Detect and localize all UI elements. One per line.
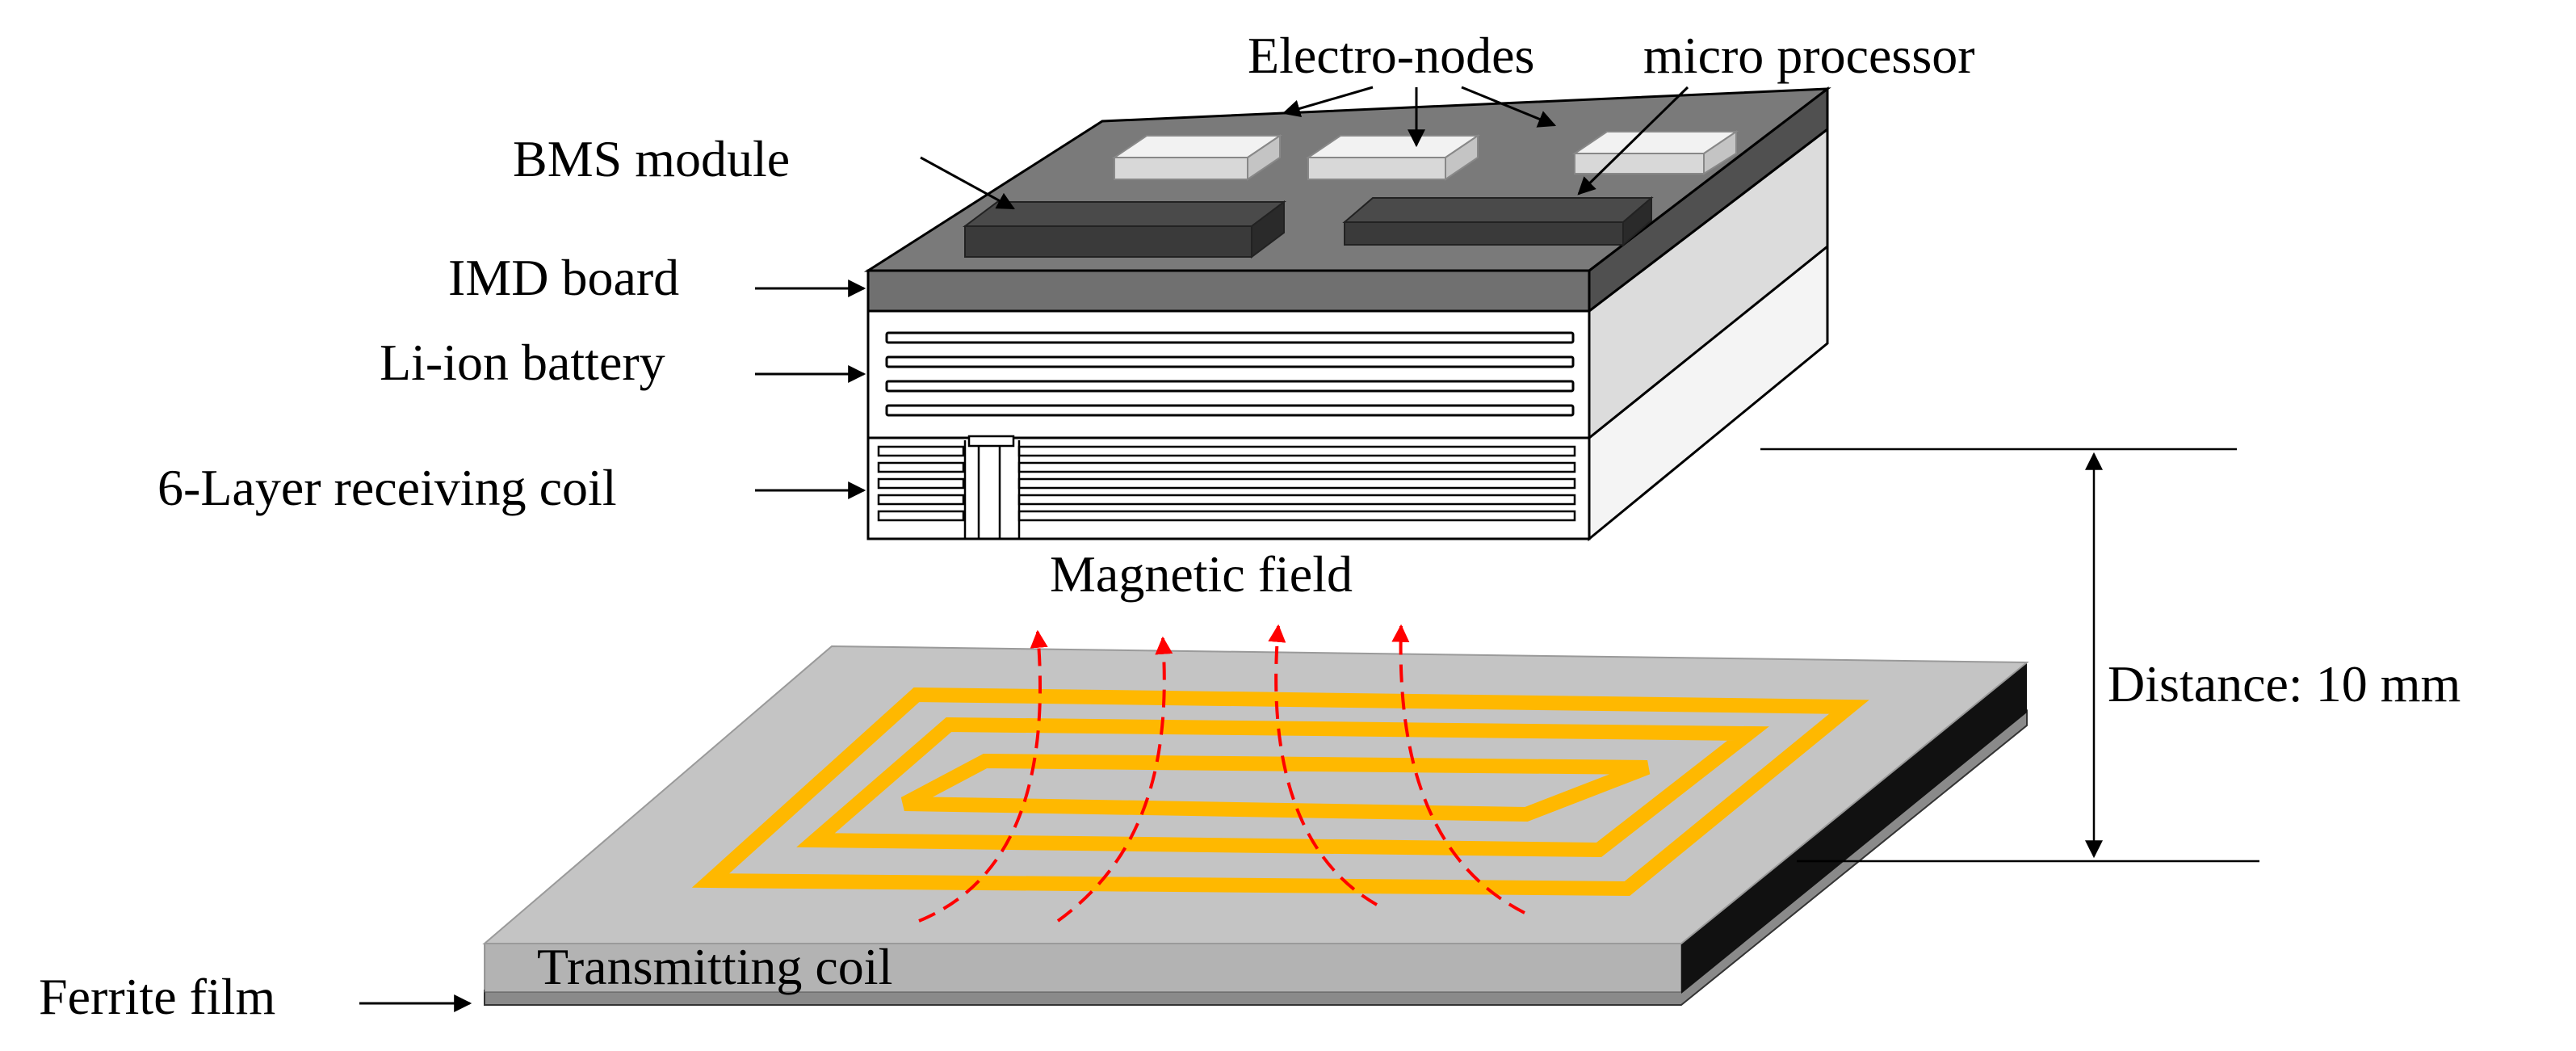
- distance-indicator: [1760, 448, 2259, 863]
- battery-cell-stripes: [885, 331, 1575, 417]
- imd-board-front: [866, 269, 1591, 313]
- magnetic-field-lines: [918, 624, 1525, 923]
- label-distance: Distance: 10 mm: [2108, 655, 2461, 713]
- label-imd-board: IMD board: [448, 249, 679, 306]
- label-receiving-coil: 6-Layer receiving coil: [157, 459, 617, 516]
- label-li-ion-battery: Li-ion battery: [380, 334, 665, 391]
- label-electro-nodes: Electro-nodes: [1248, 27, 1534, 84]
- transmitting-coil-trace: [691, 687, 1869, 897]
- label-bms-module: BMS module: [513, 130, 790, 187]
- electro-node-pads: [1111, 130, 1739, 181]
- label-arrows: [359, 86, 1689, 1012]
- li-ion-battery-front: [866, 309, 1591, 439]
- plate-right-side: [1681, 662, 2027, 994]
- receiving-coil-windings: [877, 435, 1576, 539]
- bms-module-chip: [963, 200, 1286, 259]
- label-micro-processor: micro processor: [1643, 27, 1975, 84]
- label-magnetic-field: Magnetic field: [1050, 545, 1353, 603]
- label-ferrite-film: Ferrite film: [39, 968, 275, 1025]
- transmitter-plate: [482, 645, 2029, 1006]
- label-transmitting-coil: Transmitting coil: [537, 938, 892, 995]
- micro-processor-chip: [1342, 195, 1654, 247]
